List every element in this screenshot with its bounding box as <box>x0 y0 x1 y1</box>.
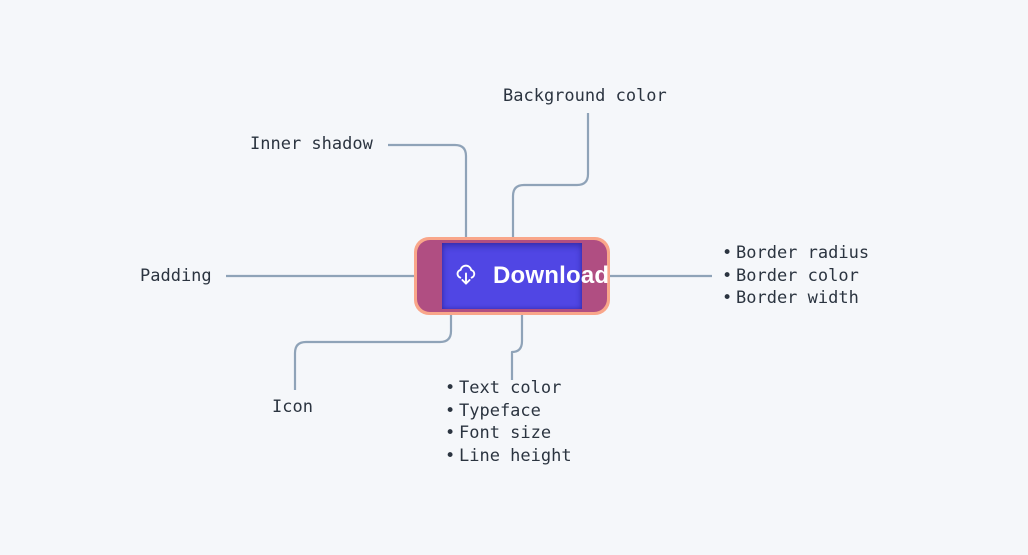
bullet-icon: • <box>722 243 733 263</box>
connector-text-group <box>510 312 524 380</box>
annotation-border-group: •Border radius •Border color •Border wid… <box>722 242 869 310</box>
bullet-icon: • <box>445 423 456 443</box>
list-item-label: Typeface <box>459 400 541 421</box>
annotation-text-group: •Text color •Typeface •Font size •Line h… <box>445 377 572 467</box>
bullet-icon: • <box>445 400 456 421</box>
list-item: •Font size <box>445 422 572 445</box>
button-label: Download <box>493 262 610 289</box>
list-item: •Typeface <box>445 400 572 423</box>
list-item-label: Text color <box>459 378 562 398</box>
list-item-label: Border color <box>736 265 859 286</box>
annotation-inner-shadow: Inner shadow <box>250 134 373 154</box>
annotation-icon: Icon <box>272 397 313 417</box>
list-item: •Line height <box>445 445 572 468</box>
list-item-label: Border radius <box>736 243 870 263</box>
bullet-icon: • <box>445 378 456 398</box>
bullet-icon: • <box>722 288 733 308</box>
list-item-label: Font size <box>459 423 552 443</box>
connector-background-color <box>511 113 590 254</box>
download-button[interactable]: Download <box>414 237 610 315</box>
connector-icon <box>293 310 453 390</box>
list-item: •Border width <box>722 287 869 310</box>
connector-inner-shadow <box>388 143 468 241</box>
button-padding-layer: Download <box>417 240 609 312</box>
list-item-label: Line height <box>459 445 572 466</box>
bullet-icon: • <box>722 265 733 286</box>
button-inner-surface: Download <box>442 243 609 309</box>
list-item-label: Border width <box>736 288 859 308</box>
list-item: •Border radius <box>722 242 869 265</box>
bullet-icon: • <box>445 445 456 466</box>
annotation-background-color: Background color <box>503 86 667 106</box>
cloud-download-icon <box>456 264 476 285</box>
list-item: •Text color <box>445 377 572 400</box>
list-item: •Border color <box>722 265 869 288</box>
button-border-layer: Download <box>414 237 610 315</box>
annotation-padding: Padding <box>140 266 212 286</box>
